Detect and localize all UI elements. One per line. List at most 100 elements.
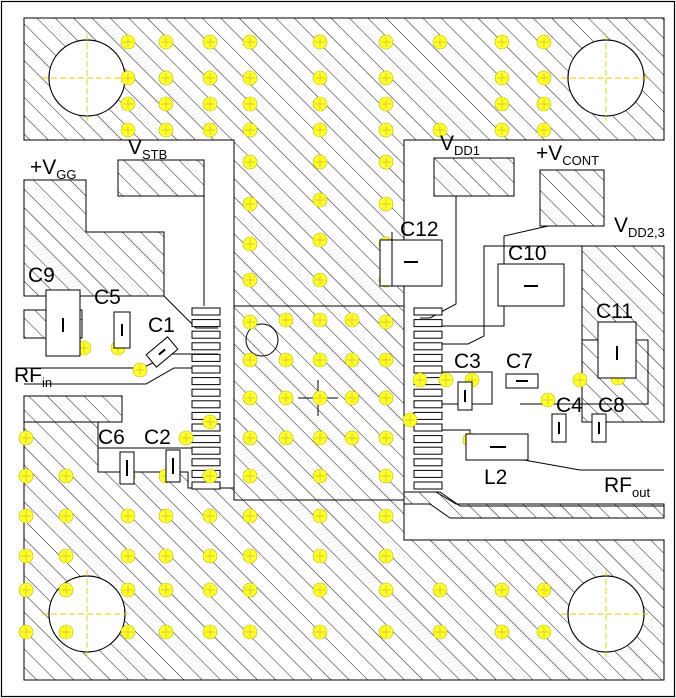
via: [278, 390, 294, 406]
via: [120, 70, 136, 86]
ic-pin-right: [413, 423, 443, 432]
via: [494, 96, 510, 112]
via: [242, 582, 258, 598]
via: [344, 390, 360, 406]
l2-body: [465, 433, 529, 461]
via: [378, 430, 394, 446]
via: [18, 430, 34, 446]
via: [378, 70, 394, 86]
via: [312, 154, 328, 170]
label-c8: C8: [598, 394, 625, 417]
via: [120, 122, 136, 138]
label-l2: L2: [484, 466, 507, 489]
vdd1-trace: [420, 196, 457, 319]
via: [312, 430, 328, 446]
via: [278, 352, 294, 368]
via: [242, 352, 258, 368]
components: [45, 232, 637, 485]
ic-pin-left: [191, 353, 221, 362]
via: [572, 372, 588, 388]
c10-body: [497, 263, 565, 307]
via: [242, 314, 258, 330]
label-c4: C4: [556, 394, 583, 417]
via: [438, 372, 454, 388]
vstb-pad-block: [117, 159, 205, 197]
label-v-cont: +VCONT: [536, 142, 599, 168]
c8-body: [591, 413, 607, 443]
via: [278, 312, 294, 328]
c3-body: [457, 381, 473, 411]
vdd1-pad-block: [433, 157, 515, 197]
right-bottom-ground-strip: [403, 491, 665, 519]
via: [242, 624, 258, 640]
ic-pin-right: [413, 307, 443, 316]
via: [312, 192, 328, 208]
via: [202, 70, 218, 86]
label-c9: C9: [28, 264, 55, 287]
via: [58, 548, 74, 564]
ic-pin-right: [413, 388, 443, 397]
via: [242, 468, 258, 484]
c11-body: [597, 321, 637, 379]
ic-pin-left: [191, 458, 221, 467]
via: [378, 582, 394, 598]
via: [158, 122, 174, 138]
via: [378, 548, 394, 564]
label-rf-out: RFout: [604, 474, 650, 500]
via: [242, 154, 258, 170]
via: [378, 96, 394, 112]
label-c10: C10: [508, 242, 547, 265]
via: [378, 390, 394, 406]
via: [536, 624, 552, 640]
via: [536, 122, 552, 138]
via: [18, 508, 34, 524]
via: [242, 196, 258, 212]
c5-body: [113, 311, 131, 349]
via: [202, 34, 218, 50]
label-rf-in: RFin: [14, 364, 52, 390]
signal-labels: +VGG VSTB VDD1 +VCONT VDD2,3 RFin RFout: [14, 132, 665, 500]
via: [536, 582, 552, 598]
label-v-dd1: VDD1: [440, 132, 480, 158]
via: [378, 624, 394, 640]
ic-pin-right: [413, 365, 443, 374]
ic-pin-left: [191, 446, 221, 455]
ic-pin-left: [191, 342, 221, 351]
via: [494, 122, 510, 138]
die-outline: [233, 305, 405, 501]
via: [202, 122, 218, 138]
via: [312, 122, 328, 138]
c6-body: [119, 451, 135, 485]
ic-pin-left: [191, 435, 221, 444]
via: [158, 548, 174, 564]
via: [312, 508, 328, 524]
via: [378, 196, 394, 212]
via: [536, 96, 552, 112]
via: [242, 430, 258, 446]
via: [158, 34, 174, 50]
via: [158, 70, 174, 86]
via: [432, 582, 448, 598]
label-v-gg: +VGG: [30, 156, 77, 182]
via: [402, 412, 418, 428]
via: [202, 548, 218, 564]
rf-out-trace: [420, 491, 664, 507]
ic-pin-right: [413, 411, 443, 420]
via: [242, 390, 258, 406]
vgg-trace: [86, 231, 218, 329]
die-marker-circle: [245, 323, 279, 357]
via: [344, 430, 360, 446]
c1-body: [145, 336, 179, 368]
via: [158, 582, 174, 598]
ic-pin-left: [191, 481, 221, 490]
via: [312, 272, 328, 288]
via: [312, 468, 328, 484]
via: [312, 582, 328, 598]
ic-pin-right: [413, 435, 443, 444]
via: [378, 34, 394, 50]
via: [120, 34, 136, 50]
via: [202, 96, 218, 112]
via: [158, 624, 174, 640]
ic-pin-left: [191, 400, 221, 409]
